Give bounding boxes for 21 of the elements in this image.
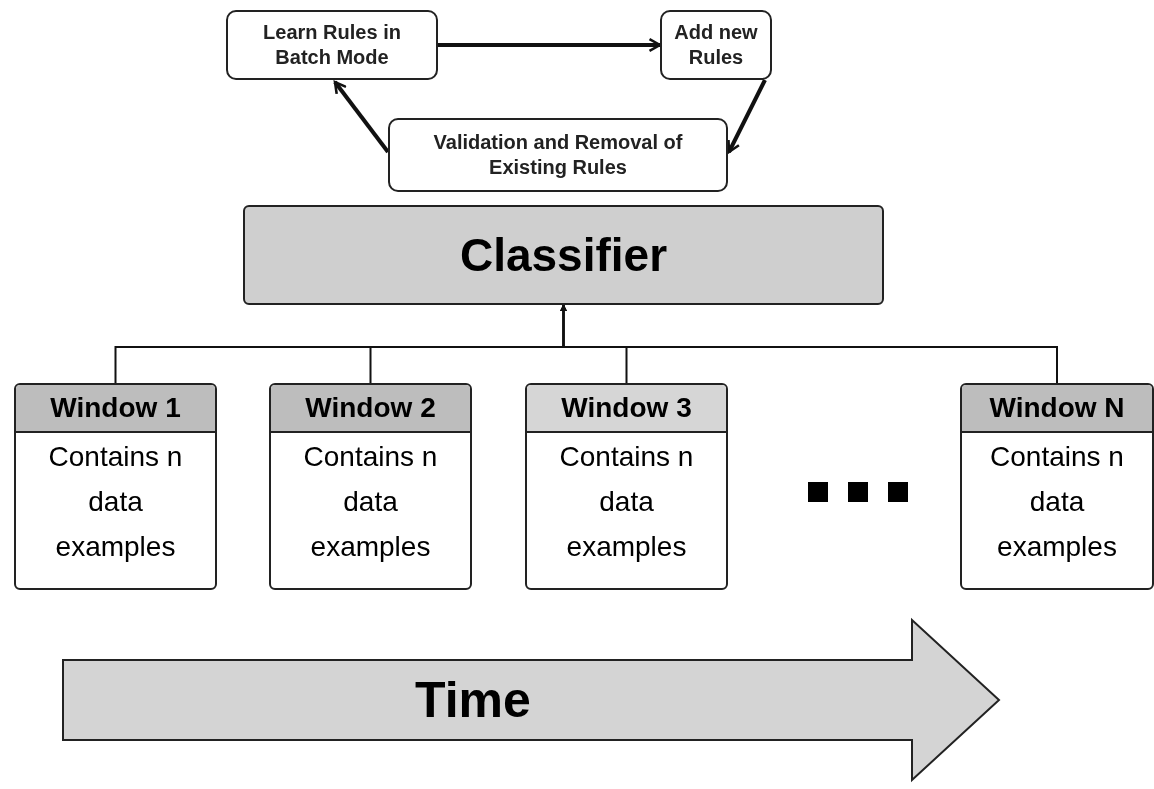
arrow (560, 304, 1058, 384)
arrow (727, 79, 767, 154)
window-title: Window 2 (271, 385, 470, 433)
classifier-box: Classifier (243, 205, 884, 305)
window-description: Contains n data examples (558, 440, 695, 564)
window-description: Contains n data examples (302, 440, 439, 564)
window-title: Window 3 (527, 385, 726, 433)
window-description: Contains n data examples (989, 440, 1125, 564)
window-title: Window 1 (16, 385, 215, 433)
process-box: Learn Rules in Batch Mode (226, 10, 438, 80)
window-description: Contains n data examples (47, 440, 184, 564)
window-title: Window N (962, 385, 1152, 433)
window-box (525, 383, 728, 590)
window-box (14, 383, 217, 590)
time-label: Time (415, 671, 531, 729)
process-box: Validation and Removal of Existing Rules (388, 118, 728, 192)
arrow (438, 37, 662, 53)
window-box (269, 383, 472, 590)
process-box: Add new Rules (660, 10, 772, 80)
arrow (333, 80, 390, 154)
window-box (960, 383, 1154, 590)
